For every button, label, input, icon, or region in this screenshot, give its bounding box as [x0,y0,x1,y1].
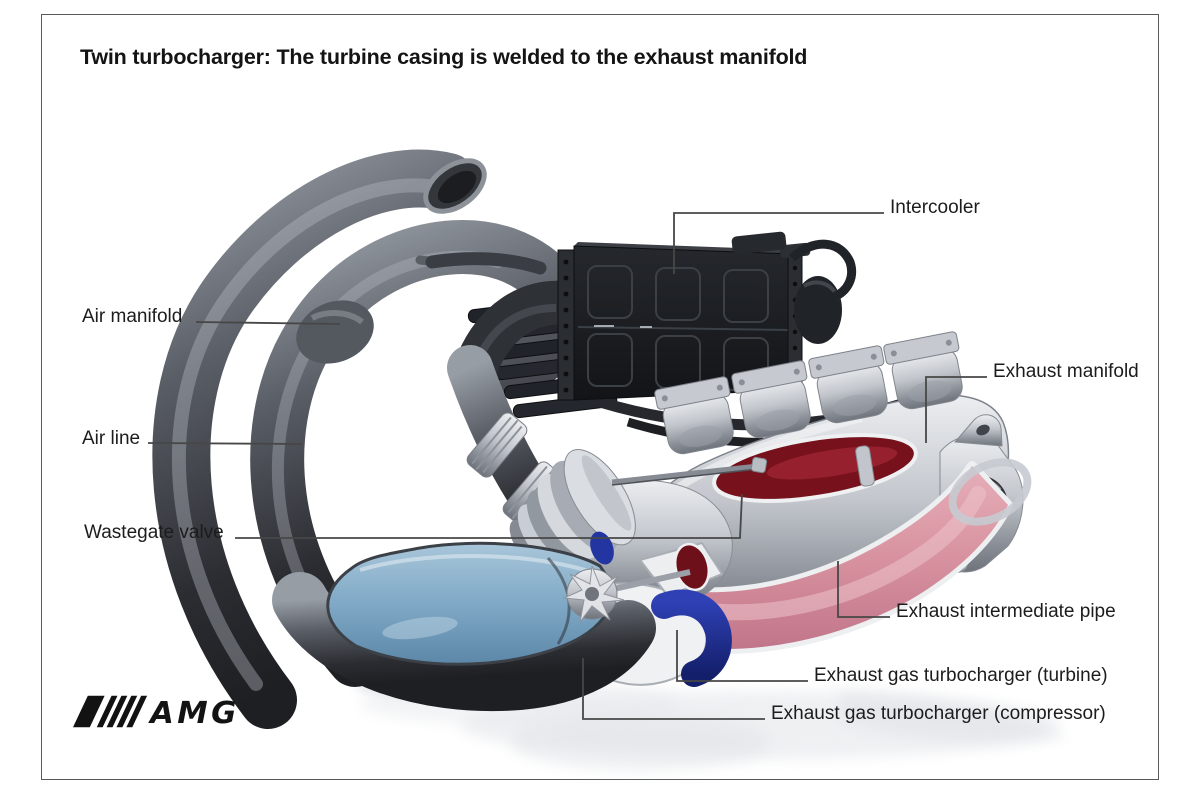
compressor-blue-channel [651,589,732,687]
label-exhaust-intermediate-pipe: Exhaust intermediate pipe [896,601,1116,622]
label-air-line: Air line [82,428,141,449]
label-turbocharger-compressor: Exhaust gas turbocharger (compressor) [771,703,1106,724]
leader-intermediate-pipe [837,561,890,618]
label-turbocharger-turbine: Exhaust gas turbocharger (turbine) [814,665,1108,686]
intercooler-top-pipe [425,252,547,275]
v-band-clamp [466,412,528,478]
label-intercooler: Intercooler [890,197,980,218]
leader-exhaust-manifold [925,376,987,443]
intercooler-end-tank [794,276,842,344]
label-wastegate-valve: Wastegate valve [84,522,224,543]
turbocharger-part [272,345,768,712]
leader-compressor [582,658,765,720]
wastegate-actuator [509,448,636,566]
exhaust-intermediate-pipe-part [645,458,1032,655]
compressor-wheel [562,565,691,623]
intake-outer-shell [272,572,656,712]
leader-air-line [147,442,303,445]
turbine-red-port [673,542,711,592]
leader-wastegate [235,493,743,539]
wastegate-rod [611,463,759,485]
amg-logo-text: AMG [148,696,240,728]
leader-intercooler [673,212,884,274]
leader-turbine [676,630,808,682]
amg-logo-stripes [73,695,148,728]
manifold-runner [654,331,963,455]
air-manifold-pipe [250,220,589,687]
label-exhaust-manifold: Exhaust manifold [993,361,1139,382]
leader-air-manifold [195,321,341,325]
label-air-manifold: Air manifold [82,306,183,327]
amg-logo: AMG [73,695,240,728]
diagram-title: Twin turbocharger: The turbine casing is… [80,45,808,69]
intermediate-pipe-inner [645,461,1013,655]
leader-lines [147,212,987,720]
